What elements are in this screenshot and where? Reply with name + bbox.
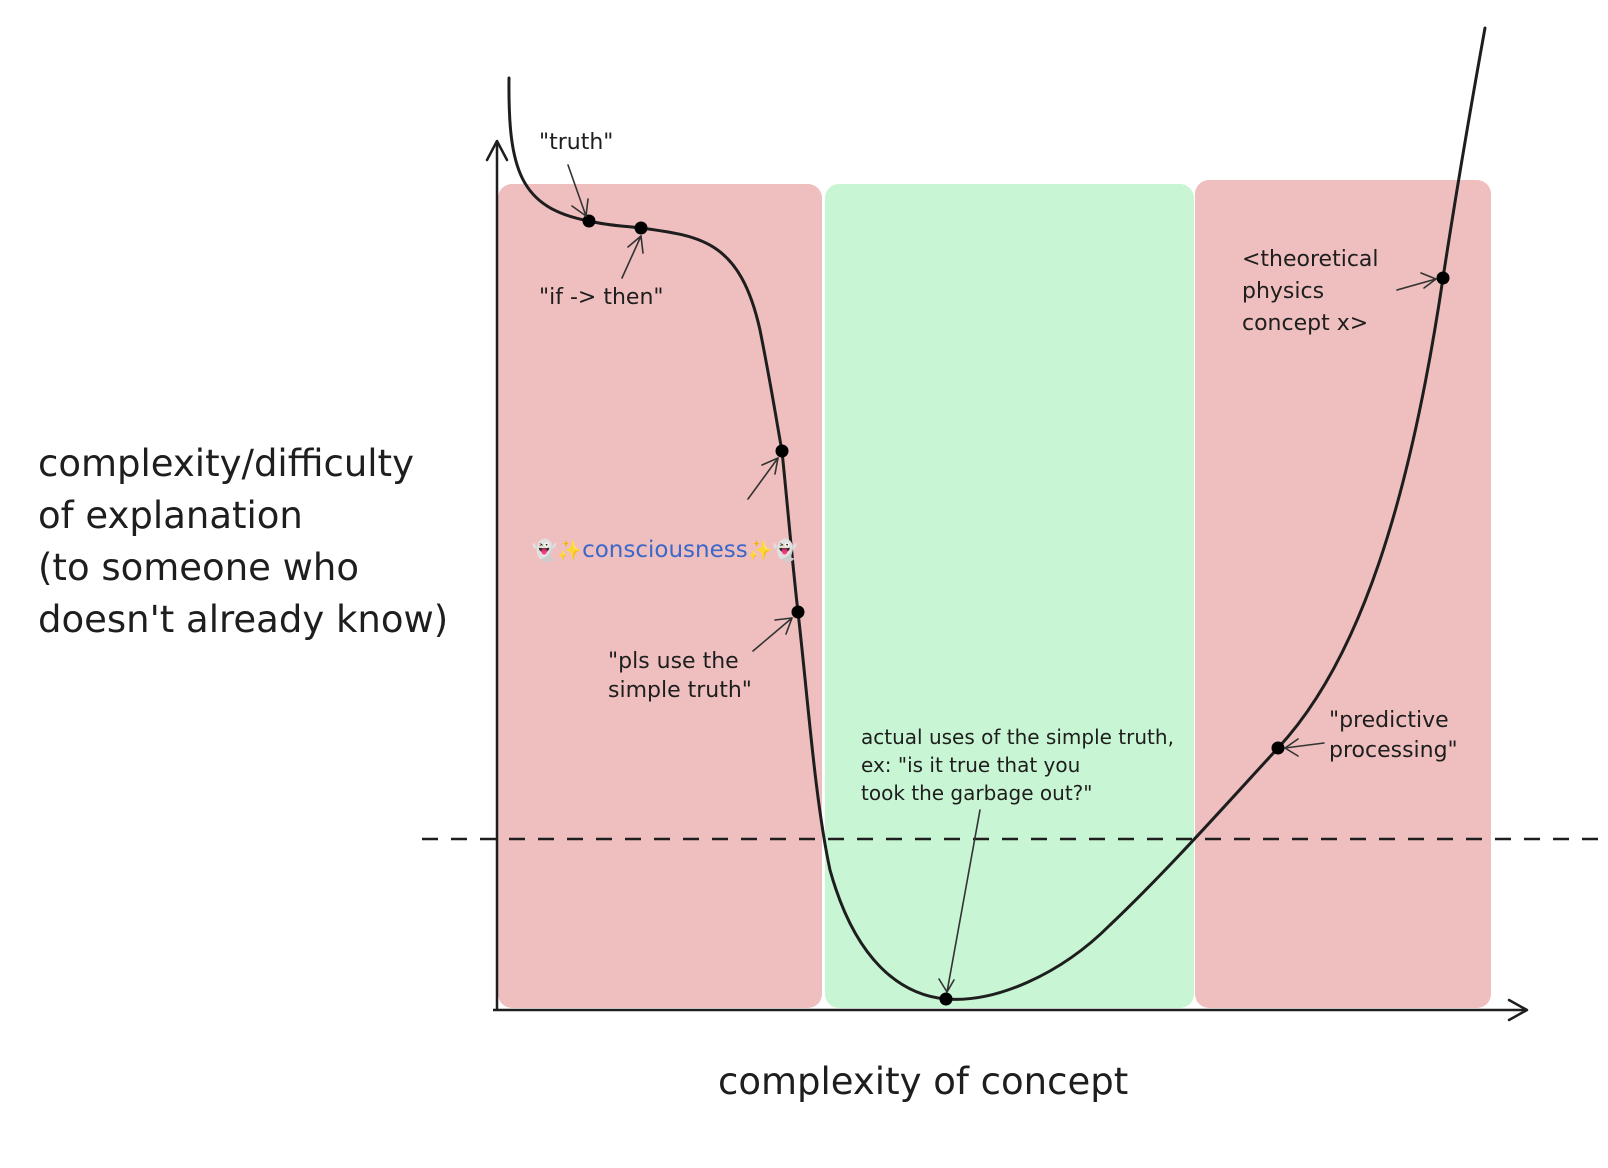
point-simple-truth	[791, 605, 805, 619]
explanation-difficulty-curve	[507, 26, 1487, 1001]
point-truth	[582, 214, 596, 228]
annotation-predictive-processing: "predictive processing"	[1329, 708, 1458, 763]
annotation-consciousness: 👻✨consciousness✨👻	[503, 502, 798, 598]
arrow-consciousness	[747, 457, 779, 500]
annotation-simple-truth: "pls use the simple truth"	[608, 649, 752, 703]
too-simple-zone	[498, 184, 822, 1008]
annotation-theoretical-physics: <theoretical physics concept x>	[1242, 247, 1379, 336]
point-predictive-processing	[1271, 741, 1285, 755]
too-complex-zone	[1195, 180, 1491, 1008]
ghost-sparkle-icon: 👻✨	[532, 538, 583, 562]
x-axis-arrowhead	[1507, 998, 1529, 1022]
point-theoretical-physics	[1436, 271, 1450, 285]
y-axis-arrowhead	[485, 139, 509, 162]
x-axis-label: complexity of concept	[718, 1060, 1129, 1103]
arrow-theoretical	[1396, 272, 1437, 291]
arrow-if-then	[621, 235, 644, 279]
arrow-simple-truth	[752, 617, 793, 652]
consciousness-label: consciousness	[582, 537, 748, 563]
annotation-actual-uses: actual uses of the simple truth, ex: "is…	[861, 725, 1174, 805]
arrow-truth	[567, 164, 589, 217]
point-actual-uses	[939, 992, 953, 1006]
annotation-if-then: "if -> then"	[539, 285, 664, 310]
point-consciousness	[775, 444, 789, 458]
annotation-truth: "truth"	[539, 130, 614, 155]
sparkle-ghost-icon: ✨👻	[747, 538, 798, 562]
arrow-predictive	[1284, 738, 1325, 757]
arrow-actual-uses	[938, 809, 981, 993]
y-axis-label: complexity/difficulty of explanation (to…	[38, 442, 449, 641]
point-if-then	[634, 221, 648, 235]
sweet-spot-zone	[825, 184, 1194, 1008]
